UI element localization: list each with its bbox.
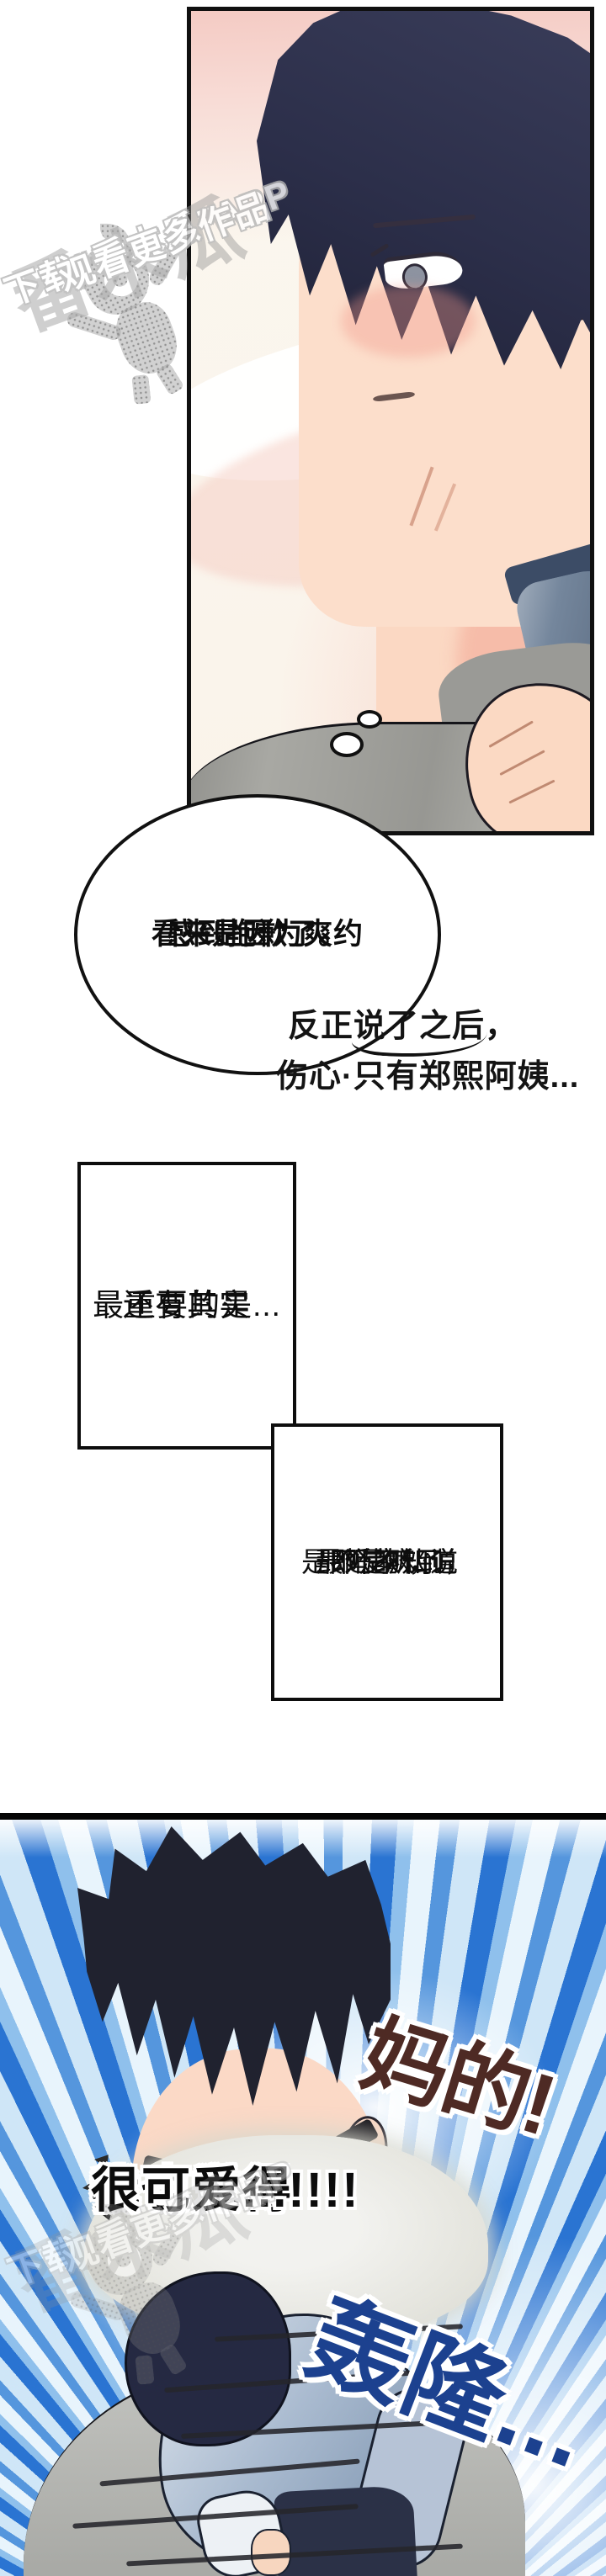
watermark-top: 番木瓜 下载“番木瓜”APP 观看更多作品 bbox=[0, 170, 296, 405]
caption-line: 最重要的是... bbox=[93, 1288, 281, 1323]
speech-line: 我也觉得 bbox=[91, 2163, 294, 2218]
bowing-figure-pants bbox=[274, 2484, 417, 2576]
finger-line bbox=[499, 750, 545, 777]
mascot-leg bbox=[155, 362, 185, 396]
thought-bubble-line: 看来是因为爽约 bbox=[151, 917, 364, 951]
caption-box-1: 还有其实 最重要的是... bbox=[77, 1162, 296, 1450]
panel-top bbox=[187, 7, 594, 835]
thought-dot-small bbox=[357, 710, 382, 729]
finger-line bbox=[488, 720, 534, 749]
caption-line: 即使听到 bbox=[330, 1545, 444, 1577]
caption-line: 最近不知道 bbox=[316, 1545, 459, 1577]
caption-line: 是不是疯了， bbox=[301, 1545, 473, 1577]
caption-line: 还有其实 bbox=[123, 1288, 251, 1323]
narration-line-1: 反正说了之后， bbox=[288, 1009, 518, 1044]
finger-line bbox=[508, 779, 556, 804]
speech-line: 很可爱...!!!! bbox=[91, 2163, 360, 2218]
bowing-figure-hair bbox=[125, 2271, 291, 2446]
narration-line-2: 伤心·只有郑熙阿姨... bbox=[276, 1059, 580, 1095]
thought-dot-large bbox=[330, 732, 364, 757]
caption-line: 那个家伙说 bbox=[316, 1545, 459, 1577]
thought-bubble-line: 感到抱歉了。 bbox=[166, 917, 348, 951]
character-blush bbox=[341, 285, 476, 358]
mascot-leg bbox=[135, 2354, 155, 2385]
caption-line: ‘妈的’， bbox=[337, 1545, 438, 1577]
caption-box-2: 最近不知道 是不是疯了， 即使听到 那个家伙说 ‘妈的’， bbox=[271, 1423, 503, 1701]
thought-bubble: 看来是因为爽约 感到抱歉了。 bbox=[74, 794, 441, 1075]
mascot-leg bbox=[131, 374, 152, 405]
mascot-leg bbox=[158, 2342, 189, 2377]
